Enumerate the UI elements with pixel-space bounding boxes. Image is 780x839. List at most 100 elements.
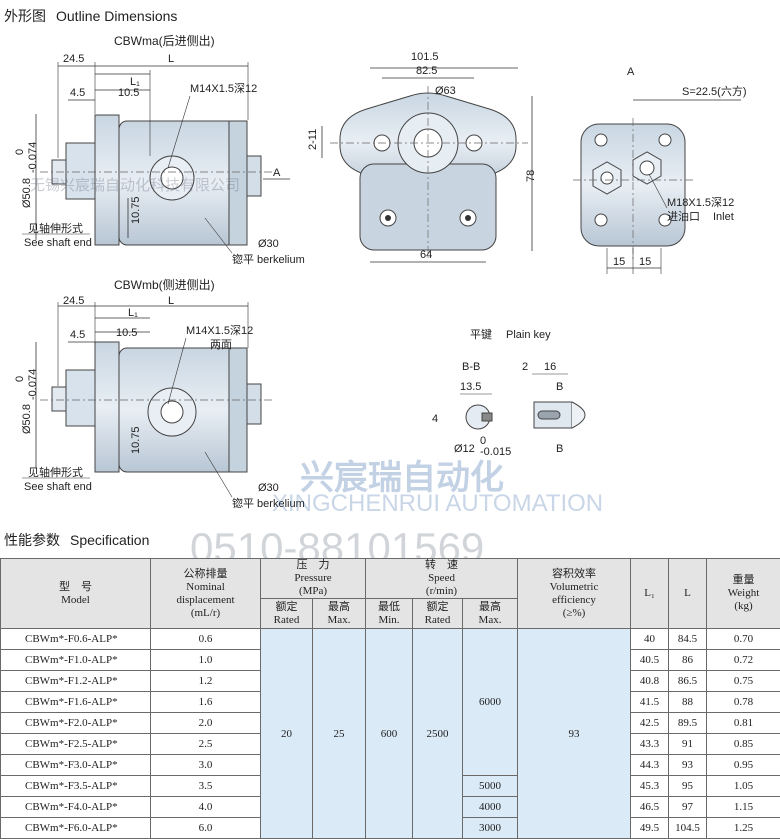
- dim-15-b: 15: [639, 256, 651, 268]
- dim-10-5-b: 10.5: [116, 327, 137, 339]
- spec-heading: 性能参数 Specification: [4, 530, 149, 550]
- table-row: CBWm*-F0.6-ALP* 0.6 20 25 600 2500 6000 …: [1, 629, 780, 650]
- dim-63: Ø63: [435, 85, 456, 97]
- rear-cover: [229, 121, 247, 245]
- b-label-bottom: B: [556, 443, 563, 455]
- view-a-rear: A S=22.5(六方) M18X1.5深12 进油口 Inlet 15 15: [565, 62, 780, 277]
- shaft-note-en: See shaft end: [24, 237, 92, 249]
- dim-82-5: 82.5: [416, 65, 437, 77]
- cell-speed-max-3000: 3000: [463, 818, 518, 839]
- rear-port-boss: [247, 156, 261, 196]
- cell-efficiency: 93: [518, 629, 631, 839]
- dim-13-5: 13.5: [460, 381, 481, 393]
- dim-4-5-b: 4.5: [70, 329, 85, 341]
- cbwma-side-view: 24.5 L L₁ 4.5 10.5 M14X1.5深12 Ø50.8 0 -0…: [0, 48, 320, 273]
- cbwmb-side-view: 24.5 L L₁ 4.5 10.5 M14X1.5深12 两面 Ø50.8 0…: [0, 292, 320, 517]
- cell-speed-max-6000: 6000: [463, 629, 518, 776]
- berkelium-note-b: 锪平 berkelium: [232, 497, 305, 510]
- dim-2-11: 2-11: [307, 129, 319, 150]
- dim-shaft-dia: Ø50.8: [21, 178, 33, 208]
- dim-2: 2: [522, 361, 528, 373]
- th-l: L: [669, 559, 707, 629]
- inlet-port: [640, 161, 654, 175]
- spec-heading-cn: 性能参数: [4, 532, 60, 548]
- key-slot: [538, 411, 560, 419]
- plain-key-cn: 平键: [470, 327, 492, 341]
- outline-dimensions-heading: 外形图 Outline Dimensions: [4, 6, 177, 26]
- front-view: 101.5 82.5 Ø63 2-11 78 64: [300, 46, 545, 271]
- side-port-hole: [161, 167, 183, 189]
- cell-model: CBWm*-F0.6-ALP*: [1, 629, 151, 650]
- shaft-note-cn: 见轴伸形式: [28, 221, 83, 235]
- cbwma-title: CBWma(后进侧出): [114, 32, 215, 49]
- cell-l: 84.5: [669, 629, 707, 650]
- dim-30: Ø30: [258, 238, 279, 250]
- dim-16: 16: [544, 361, 556, 373]
- dim-l-b: L: [168, 295, 174, 307]
- shaft-note-en-b: See shaft end: [24, 481, 92, 493]
- dim-15-a: 15: [613, 256, 625, 268]
- dim-12-tol-bot: -0.015: [480, 446, 511, 458]
- dim-tol-top-b: 0: [14, 376, 26, 382]
- dim-tol-bot: -0.074: [27, 142, 39, 173]
- dim-thread: M14X1.5深12: [190, 82, 257, 95]
- dim-thread-b: M14X1.5深12: [186, 324, 253, 337]
- inlet-cn: 进油口: [667, 209, 700, 223]
- dim-24-5: 24.5: [63, 53, 84, 65]
- heading-en: Outline Dimensions: [56, 8, 177, 24]
- heading-cn: 外形图: [4, 8, 46, 24]
- outlet-port: [601, 172, 613, 184]
- dim-12: Ø12: [454, 443, 475, 455]
- cell-speed-min: 600: [366, 629, 413, 839]
- dim-24-5-b: 24.5: [63, 295, 84, 307]
- cell-speed-rated: 2500: [413, 629, 463, 839]
- cbwmb-title: CBWmb(侧进侧出): [114, 276, 215, 293]
- hex-size: S=22.5(六方): [682, 84, 747, 98]
- dim-l1-b: L₁: [128, 307, 138, 319]
- inlet-en: Inlet: [713, 211, 734, 223]
- shaft-note-cn-b: 见轴伸形式: [28, 465, 83, 479]
- dim-10-75: 10.75: [130, 196, 142, 224]
- b-label-top: B: [556, 381, 563, 393]
- spec-heading-en: Specification: [70, 532, 149, 548]
- dim-30-b: Ø30: [258, 482, 279, 494]
- inlet-port-spec: M18X1.5深12: [667, 196, 734, 209]
- dim-10-75-b: 10.75: [130, 426, 142, 454]
- section-bb: B-B: [462, 361, 480, 373]
- cell-weight: 0.70: [707, 629, 780, 650]
- view-a-label: A: [627, 66, 635, 78]
- flange-plate: [95, 115, 119, 245]
- dim-shaft-dia-b: Ø50.8: [21, 404, 33, 434]
- dim-tol-bot-b: -0.074: [27, 369, 39, 400]
- dim-4-5: 4.5: [70, 87, 85, 99]
- dim-10-5: 10.5: [118, 87, 139, 99]
- berkelium-note: 锪平 berkelium: [232, 253, 305, 266]
- dim-78: 78: [525, 170, 537, 182]
- view-a-arrow-label: A: [273, 167, 281, 179]
- th-l1: L₁: [631, 559, 669, 629]
- dim-64: 64: [420, 249, 432, 261]
- plain-key-en: Plain key: [506, 329, 551, 341]
- plain-key-detail: 平键 Plain key B-B 13.5 4 Ø12 0 -0.015 2 1…: [420, 322, 610, 462]
- watermark-en: XINGCHENRUI AUTOMATION: [272, 490, 603, 518]
- cell-speed-max-5000: 5000: [463, 776, 518, 797]
- dim-tol-top: 0: [14, 149, 26, 155]
- dim-4: 4: [432, 413, 438, 425]
- cell-l1: 40: [631, 629, 669, 650]
- shaft-spigot: [66, 143, 95, 199]
- cell-disp: 0.6: [151, 629, 261, 650]
- cell-pressure-rated: 20: [261, 629, 313, 839]
- two-sides-note: 两面: [210, 339, 232, 351]
